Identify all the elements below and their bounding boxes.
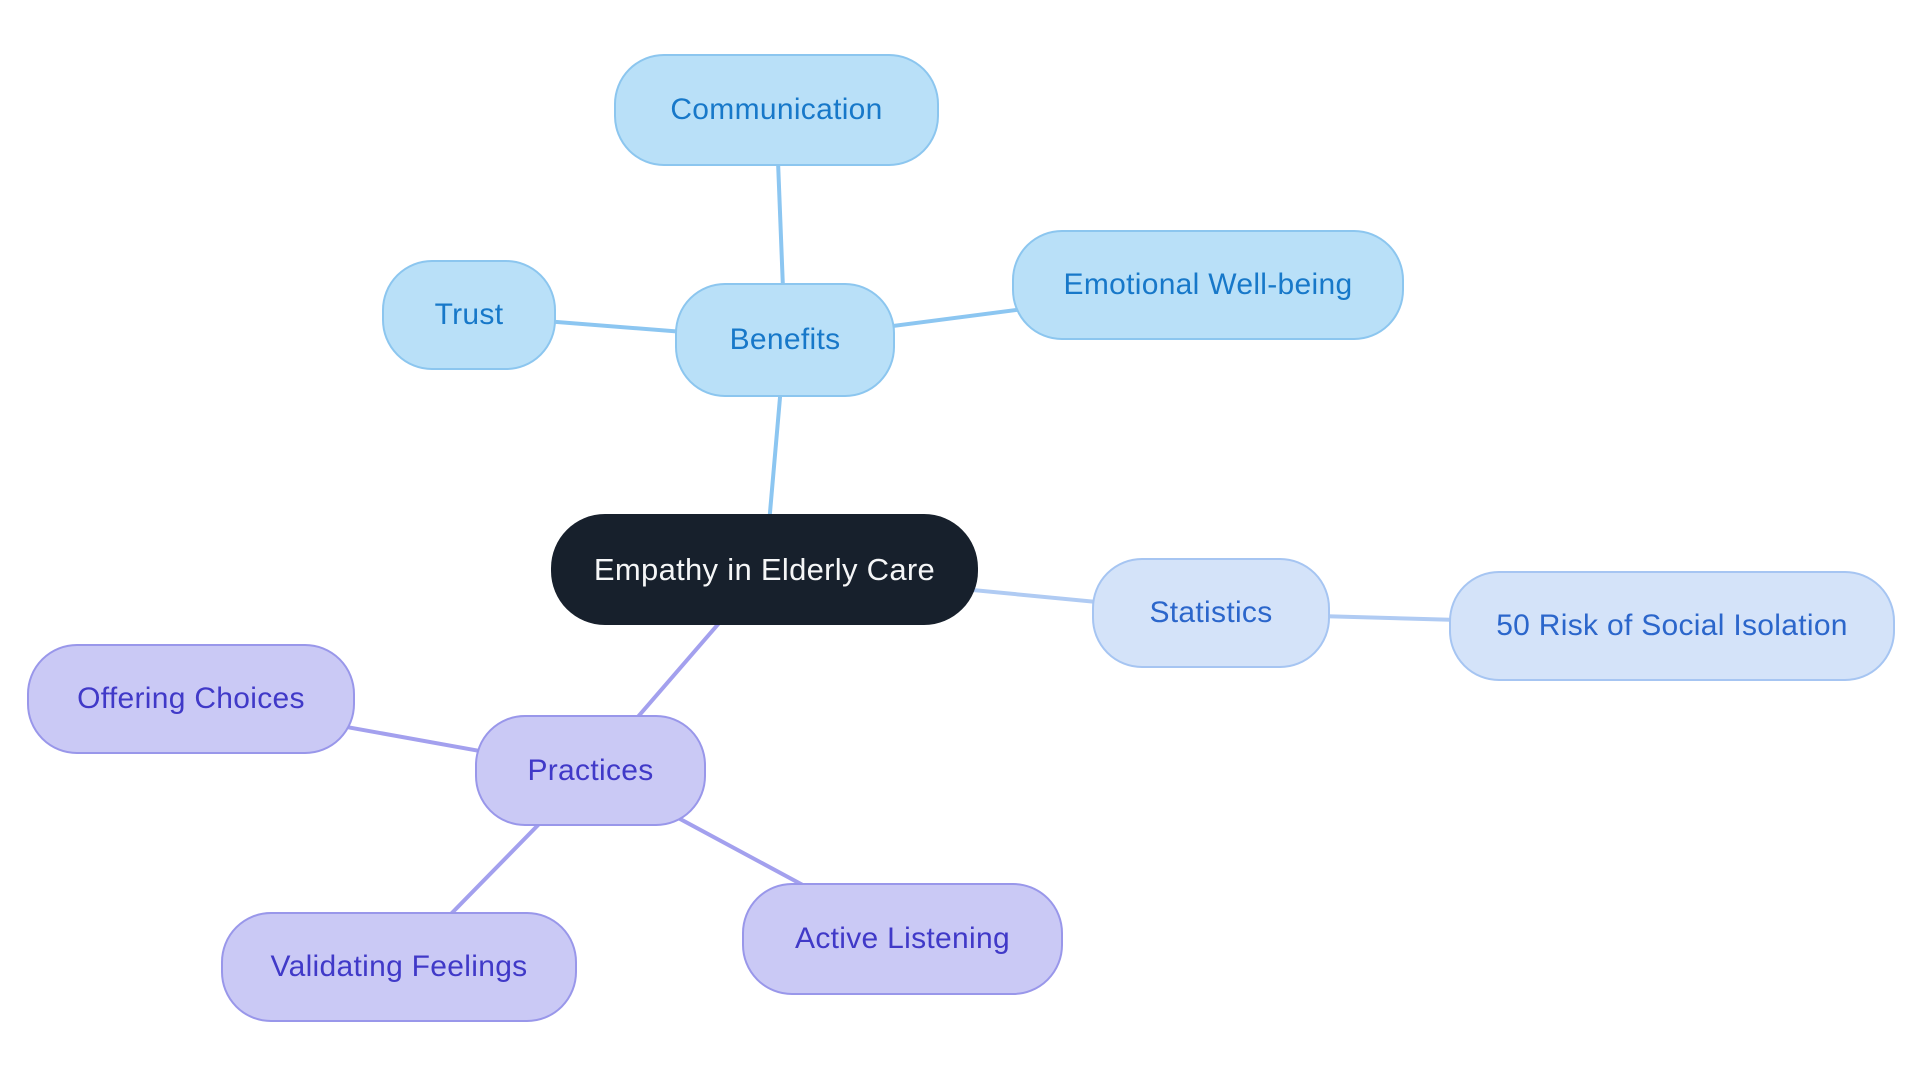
node-trust[interactable]: Trust [382,260,556,370]
node-communication[interactable]: Communication [614,54,939,166]
node-label: Benefits [729,323,841,356]
node-offering-choices[interactable]: Offering Choices [27,644,355,754]
node-label: Validating Feelings [270,950,528,983]
node-label: Trust [434,298,504,331]
node-practices[interactable]: Practices [475,715,706,826]
node-active-listening[interactable]: Active Listening [742,883,1063,995]
node-statistics[interactable]: Statistics [1092,558,1330,668]
node-validating-feelings[interactable]: Validating Feelings [221,912,577,1022]
node-emotional-well-being[interactable]: Emotional Well-being [1012,230,1404,340]
node-label: Communication [670,93,883,126]
node-label: Emotional Well-being [1063,268,1353,301]
node-label: Statistics [1149,596,1273,629]
node-risk-of-social-isolation[interactable]: 50 Risk of Social Isolation [1449,571,1895,681]
node-label: Empathy in Elderly Care [593,551,936,587]
node-label: Practices [527,753,654,787]
node-label: Active Listening [795,922,1010,955]
center-node[interactable]: Empathy in Elderly Care [551,514,978,625]
node-benefits[interactable]: Benefits [675,283,895,397]
node-label: 50 Risk of Social Isolation [1496,609,1848,642]
node-label: Offering Choices [77,682,305,715]
